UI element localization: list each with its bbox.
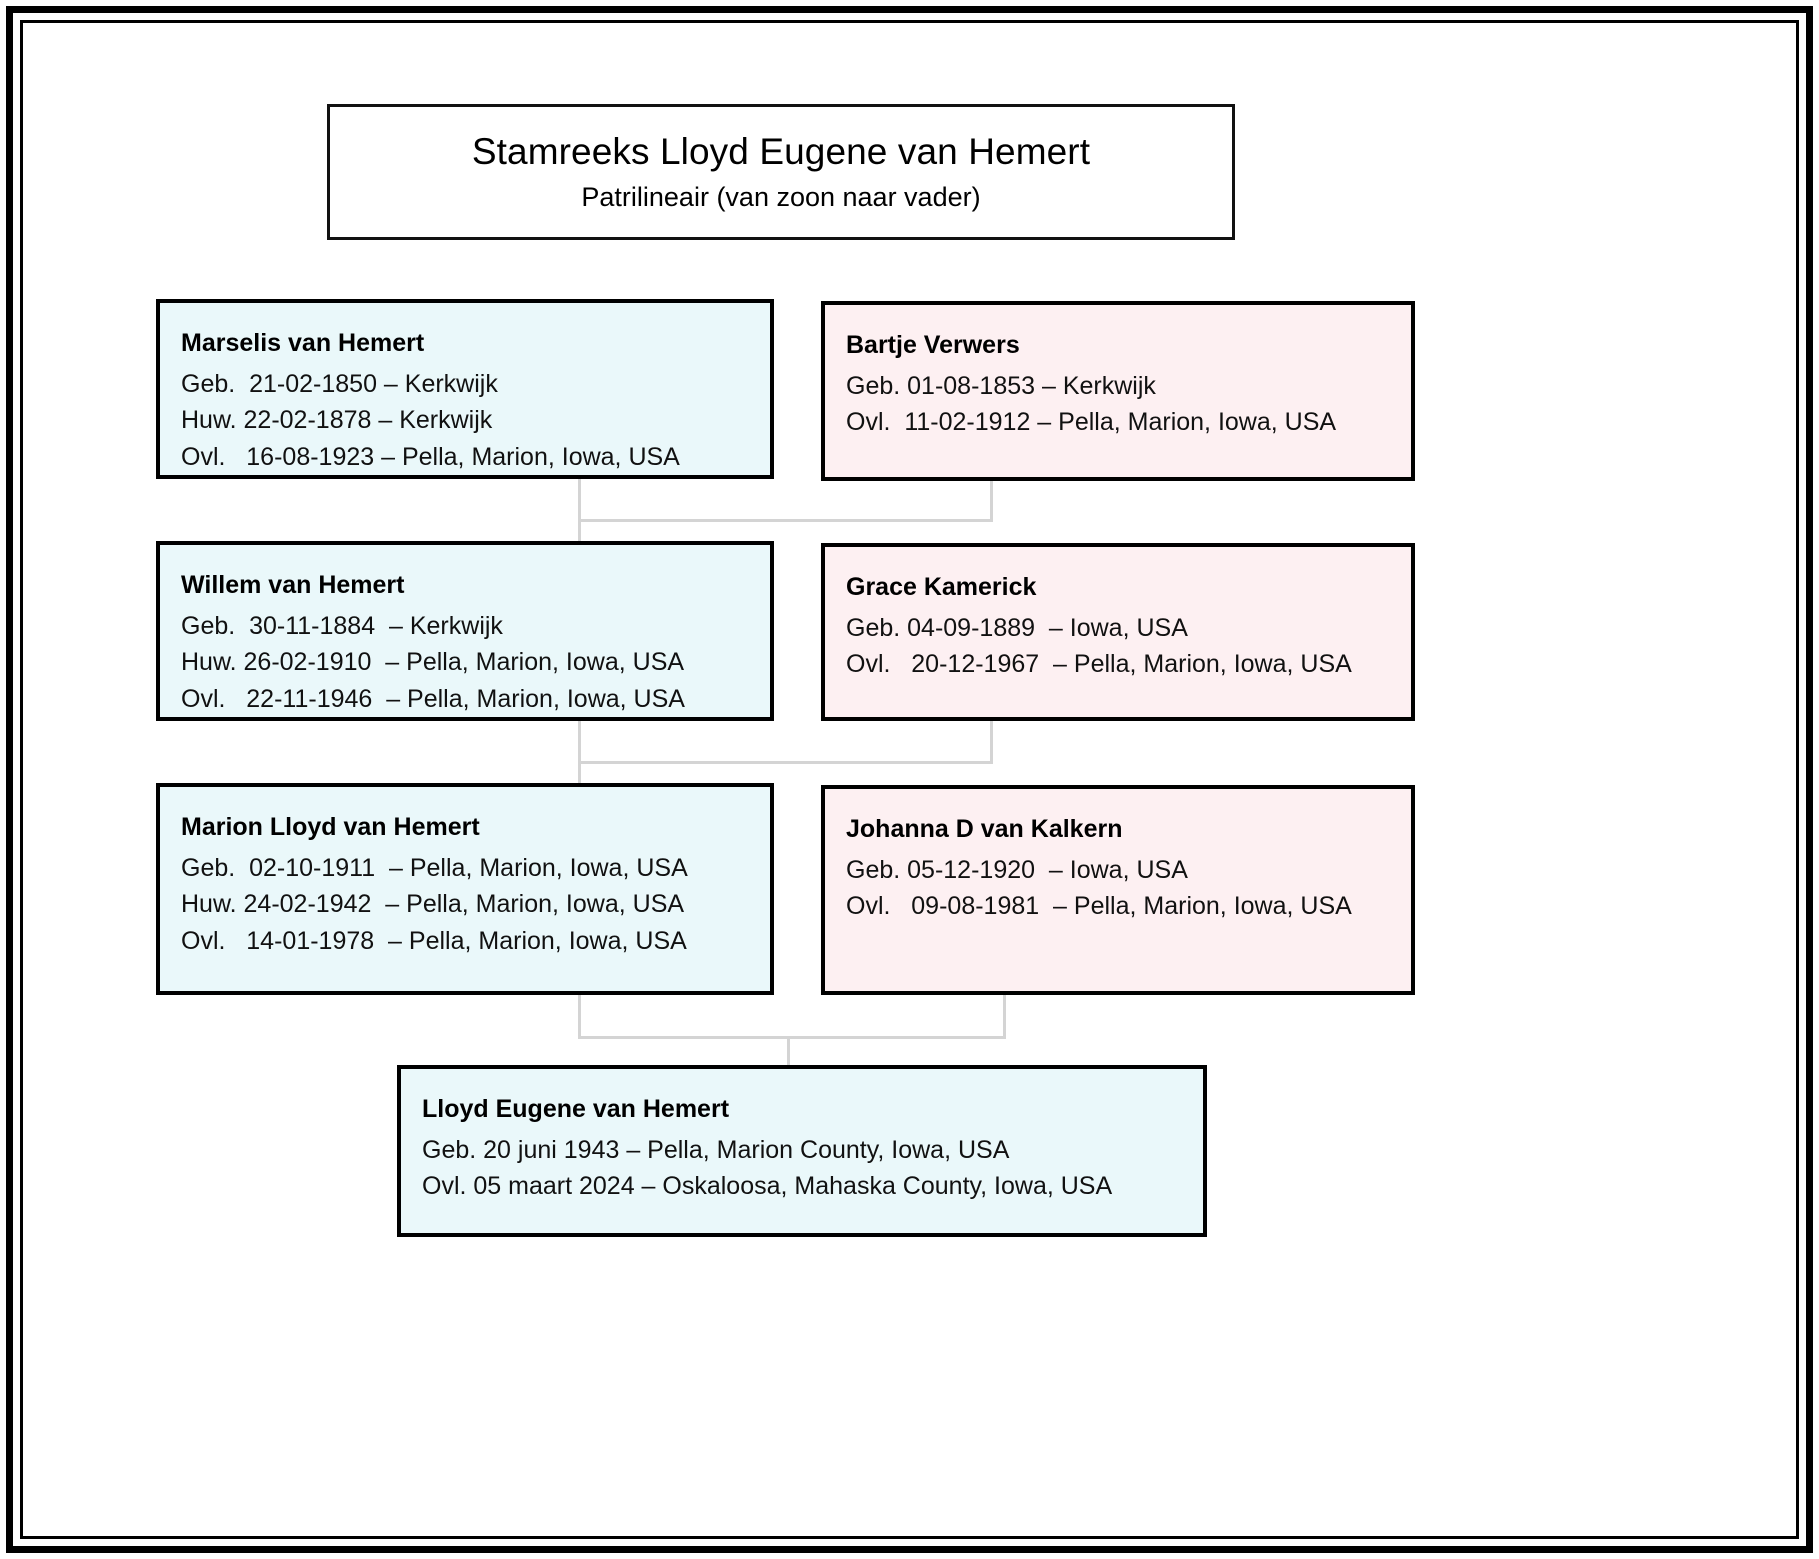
connector-gen1-mother-down xyxy=(990,477,993,522)
person-birth: Geb. 30-11-1884 – Kerkwijk xyxy=(181,611,503,640)
person-birth: Geb. 02-10-1911 – Pella, Marion, Iowa, U… xyxy=(181,853,688,882)
person-birth: Geb. 20 juni 1943 – Pella, Marion County… xyxy=(422,1135,1010,1164)
connector-gen3-father-down xyxy=(578,993,581,1039)
connector-gen2-join xyxy=(578,761,993,764)
person-box-grace-kamerick[interactable]: Grace Kamerick Geb. 04-09-1889 – Iowa, U… xyxy=(821,543,1415,721)
connector-gen1-father-down xyxy=(578,477,581,522)
person-name: Grace Kamerick xyxy=(846,573,1037,601)
person-name: Lloyd Eugene van Hemert xyxy=(422,1095,730,1123)
person-marriage: Huw. 22-02-1878 – Kerkwijk xyxy=(181,406,493,435)
page-title: Stamreeks Lloyd Eugene van Hemert xyxy=(471,130,1091,172)
person-death: Ovl. 20-12-1967 – Pella, Marion, Iowa, U… xyxy=(846,650,1352,679)
connector-gen3-to-subject xyxy=(787,1036,790,1070)
person-birth: Geb. 21-02-1850 – Kerkwijk xyxy=(181,369,498,398)
person-death: Ovl. 16-08-1923 – Pella, Marion, Iowa, U… xyxy=(181,443,680,471)
connector-gen3-mother-down xyxy=(1003,993,1006,1039)
connector-gen1-to-gen2 xyxy=(578,519,581,547)
person-name: Marion Lloyd van Hemert xyxy=(181,813,480,841)
connector-gen2-to-gen3 xyxy=(578,761,581,789)
person-death: Ovl. 11-02-1912 – Pella, Marion, Iowa, U… xyxy=(846,408,1337,437)
person-death: Ovl. 14-01-1978 – Pella, Marion, Iowa, U… xyxy=(181,927,687,955)
person-name: Bartje Verwers xyxy=(846,331,1020,359)
person-death: Ovl. 22-11-1946 – Pella, Marion, Iowa, U… xyxy=(181,685,685,713)
person-box-johanna-d-van-kalkern[interactable]: Johanna D van Kalkern Geb. 05-12-1920 – … xyxy=(821,785,1415,995)
connector-gen1-join xyxy=(578,519,993,522)
person-name: Willem van Hemert xyxy=(181,571,405,599)
person-box-bartje-verwers[interactable]: Bartje Verwers Geb. 01-08-1853 – Kerkwij… xyxy=(821,301,1415,481)
connector-gen2-father-down xyxy=(578,718,581,764)
connector-gen2-mother-down xyxy=(990,718,993,764)
person-marriage: Huw. 24-02-1942 – Pella, Marion, Iowa, U… xyxy=(181,890,685,919)
page-subtitle: Patrilineair (van zoon naar vader) xyxy=(581,182,981,213)
person-death: Ovl. 05 maart 2024 – Oskaloosa, Mahaska … xyxy=(422,1172,1113,1201)
person-box-willem-van-hemert[interactable]: Willem van Hemert Geb. 30-11-1884 – Kerk… xyxy=(156,541,774,721)
person-birth: Geb. 01-08-1853 – Kerkwijk xyxy=(846,371,1156,400)
connector-gen3-join xyxy=(578,1036,1006,1039)
person-birth: Geb. 04-09-1889 – Iowa, USA xyxy=(846,613,1188,642)
person-box-marion-lloyd-van-hemert[interactable]: Marion Lloyd van Hemert Geb. 02-10-1911 … xyxy=(156,783,774,995)
person-name: Marselis van Hemert xyxy=(181,329,425,357)
person-birth: Geb. 05-12-1920 – Iowa, USA xyxy=(846,855,1188,884)
inner-frame xyxy=(20,20,1799,1539)
person-box-marselis-van-hemert[interactable]: Marselis van Hemert Geb. 21-02-1850 – Ke… xyxy=(156,299,774,479)
person-name: Johanna D van Kalkern xyxy=(846,815,1123,843)
title-box: Stamreeks Lloyd Eugene van Hemert Patril… xyxy=(327,104,1235,240)
person-box-lloyd-eugene-van-hemert[interactable]: Lloyd Eugene van Hemert Geb. 20 juni 194… xyxy=(397,1065,1207,1237)
person-marriage: Huw. 26-02-1910 – Pella, Marion, Iowa, U… xyxy=(181,648,685,677)
person-death: Ovl. 09-08-1981 – Pella, Marion, Iowa, U… xyxy=(846,892,1352,921)
